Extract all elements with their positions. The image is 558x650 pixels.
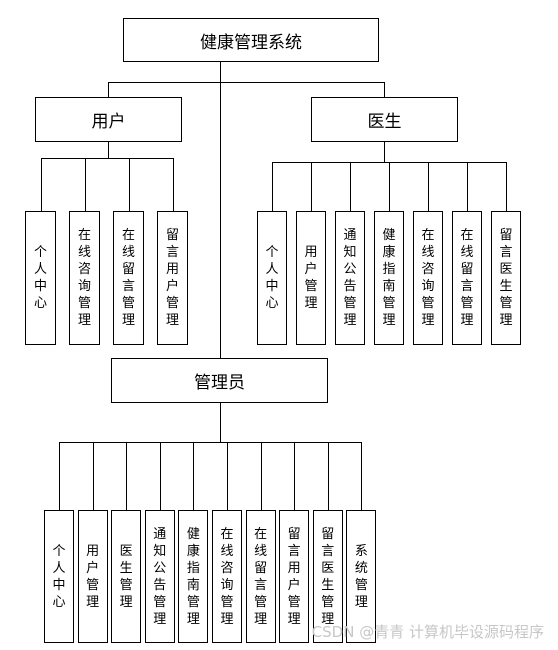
admin-child-item-label: 医生管理 bbox=[119, 543, 133, 610]
admin-child-item: 用户管理 bbox=[77, 510, 108, 643]
doctor-child-item: 留言医生管理 bbox=[491, 211, 521, 345]
doctor-child-item-label: 健康指南管理 bbox=[382, 228, 396, 328]
user-node: 用户 bbox=[35, 97, 182, 142]
admin-child-item: 个人中心 bbox=[44, 510, 74, 643]
doctor-child-drop-line bbox=[467, 162, 468, 211]
user-child-bus-line bbox=[40, 158, 174, 159]
admin-child-drop-line bbox=[328, 442, 329, 510]
admin-child-item: 健康指南管理 bbox=[178, 510, 209, 643]
admin-child-item: 医生管理 bbox=[111, 510, 142, 643]
doctor-child-drop-line bbox=[506, 162, 507, 211]
user-child-item-label: 个人中心 bbox=[33, 245, 47, 311]
admin-child-drop-line bbox=[294, 442, 295, 510]
doctor-child-item-label: 在线留言管理 bbox=[460, 228, 474, 328]
root-to-doctor-line bbox=[384, 82, 385, 97]
user-child-item: 在线留言管理 bbox=[113, 211, 144, 345]
root-node: 健康管理系统 bbox=[123, 18, 379, 62]
doctor-child-drop-line bbox=[311, 162, 312, 211]
doctor-child-drop-line bbox=[428, 162, 429, 211]
admin-child-item-label: 在线留言管理 bbox=[254, 526, 268, 627]
admin-child-drop-line bbox=[261, 442, 262, 510]
user-child-item-label: 留言用户管理 bbox=[165, 228, 179, 328]
admin-child-item: 在线咨询管理 bbox=[212, 510, 242, 643]
admin-child-item: 留言医生管理 bbox=[312, 510, 343, 643]
user-child-item: 在线咨询管理 bbox=[69, 211, 100, 345]
admin-label: 管理员 bbox=[194, 373, 245, 393]
admin-child-drop-line bbox=[227, 442, 228, 510]
doctor-child-item-label: 留言医生管理 bbox=[499, 228, 513, 328]
admin-child-drop-line bbox=[126, 442, 127, 510]
doctor-label: 医生 bbox=[367, 112, 402, 132]
doctor-child-drop-line bbox=[350, 162, 351, 211]
admin-child-item-label: 在线咨询管理 bbox=[220, 526, 234, 627]
user-label: 用户 bbox=[91, 112, 126, 132]
admin-child-item-label: 个人中心 bbox=[52, 543, 66, 610]
doctor-child-item-label: 用户管理 bbox=[304, 245, 318, 311]
admin-child-item-label: 留言用户管理 bbox=[287, 526, 301, 627]
user-child-drop-line bbox=[173, 158, 174, 211]
admin-child-item: 留言用户管理 bbox=[279, 510, 310, 643]
doctor-child-item: 用户管理 bbox=[296, 211, 326, 345]
doctor-child-item: 在线咨询管理 bbox=[413, 211, 443, 345]
root-label: 健康管理系统 bbox=[200, 32, 302, 53]
user-child-item-label: 在线咨询管理 bbox=[77, 228, 91, 328]
admin-child-drop-line bbox=[160, 442, 161, 510]
doctor-child-item-label: 通知公告管理 bbox=[343, 228, 357, 328]
admin-child-stem-line bbox=[220, 403, 221, 442]
doctor-child-item: 个人中心 bbox=[257, 211, 287, 345]
user-child-item: 留言用户管理 bbox=[157, 211, 188, 345]
admin-child-item-label: 系统管理 bbox=[354, 543, 368, 610]
admin-child-item-label: 用户管理 bbox=[86, 543, 100, 610]
doctor-child-item: 通知公告管理 bbox=[335, 211, 365, 345]
admin-child-drop-line bbox=[193, 442, 194, 510]
user-child-item: 个人中心 bbox=[25, 211, 56, 345]
admin-child-item: 系统管理 bbox=[346, 510, 377, 643]
root-branch-line bbox=[108, 82, 385, 83]
admin-child-bus-line bbox=[59, 442, 363, 443]
admin-node: 管理员 bbox=[111, 358, 328, 403]
user-child-drop-line bbox=[85, 158, 86, 211]
doctor-child-item: 在线留言管理 bbox=[452, 211, 482, 345]
root-to-user-line bbox=[108, 82, 109, 97]
doctor-child-item-label: 在线咨询管理 bbox=[421, 228, 435, 328]
admin-child-item-label: 留言医生管理 bbox=[321, 526, 335, 627]
user-child-stem-line bbox=[108, 142, 109, 158]
doctor-child-item-label: 个人中心 bbox=[265, 245, 279, 311]
admin-child-item-label: 通知公告管理 bbox=[153, 526, 167, 627]
admin-child-drop-line bbox=[361, 442, 362, 510]
root-to-admin-line bbox=[220, 62, 221, 358]
admin-child-item-label: 健康指南管理 bbox=[186, 526, 200, 627]
admin-child-drop-line bbox=[59, 442, 60, 510]
doctor-child-item: 健康指南管理 bbox=[374, 211, 404, 345]
user-child-item-label: 在线留言管理 bbox=[121, 228, 135, 328]
user-child-drop-line bbox=[41, 158, 42, 211]
doctor-child-bus-line bbox=[272, 162, 507, 163]
doctor-child-drop-line bbox=[272, 162, 273, 211]
watermark: CSDN @青青 计算机毕设源码程序 bbox=[311, 623, 544, 641]
doctor-child-drop-line bbox=[389, 162, 390, 211]
admin-child-item: 通知公告管理 bbox=[144, 510, 175, 643]
admin-child-item: 在线留言管理 bbox=[245, 510, 276, 643]
doctor-node: 医生 bbox=[311, 97, 458, 142]
user-child-drop-line bbox=[129, 158, 130, 211]
doctor-child-stem-line bbox=[384, 142, 385, 162]
admin-child-drop-line bbox=[93, 442, 94, 510]
